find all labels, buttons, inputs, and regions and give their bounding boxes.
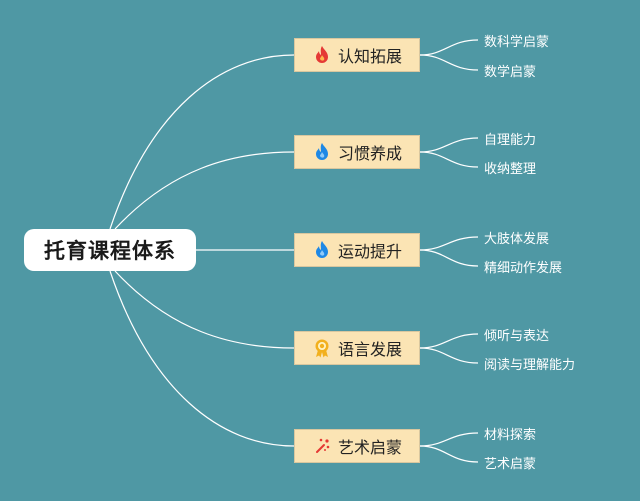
leaf-item[interactable]: 数学启蒙 (484, 65, 537, 80)
branch-label: 习惯养成 (337, 144, 402, 163)
leaf-item[interactable]: 收纳整理 (484, 162, 537, 177)
branch-label: 认知拓展 (337, 47, 402, 66)
connector-root-branch-1 (109, 54, 295, 230)
connector-root-branch-4 (114, 270, 295, 349)
leaf-item[interactable]: 材料探索 (484, 428, 537, 443)
leaf-item[interactable]: 自理能力 (484, 133, 537, 148)
connector-root-branch-5 (109, 270, 295, 447)
branch-node-arts[interactable]: 艺术启蒙 (294, 429, 420, 463)
branch-node-habits[interactable]: 习惯养成 (294, 135, 420, 169)
branch-node-motor[interactable]: 运动提升 (294, 233, 420, 267)
branch-node-language[interactable]: 语言发展 (294, 331, 420, 365)
connector-branch-1-leaf-2 (419, 54, 479, 71)
connector-branch-3-leaf-1 (419, 236, 479, 251)
fire-blue-icon (312, 240, 332, 260)
connector-branch-1-leaf-1 (419, 39, 479, 56)
connector-branch-2-leaf-1 (419, 137, 479, 153)
branch-label: 运动提升 (337, 242, 402, 261)
sparkle-icon (312, 436, 332, 456)
connector-branch-2-leaf-2 (419, 151, 479, 168)
branch-label: 艺术启蒙 (337, 438, 402, 457)
leaf-item[interactable]: 大肢体发展 (484, 232, 550, 247)
connector-branch-3-leaf-2 (419, 249, 479, 267)
connector-root-branch-2 (114, 151, 295, 230)
leaf-item[interactable]: 数科学启蒙 (484, 35, 550, 50)
connector-branch-4-leaf-1 (419, 333, 479, 349)
root-node[interactable]: 托育课程体系 (24, 229, 196, 271)
fire-blue-icon (312, 142, 332, 162)
medal-icon (312, 338, 332, 358)
connector-branch-5-leaf-1 (419, 432, 479, 447)
leaf-item[interactable]: 艺术启蒙 (484, 457, 537, 472)
branch-node-cognitive[interactable]: 认知拓展 (294, 38, 420, 72)
fire-red-icon (312, 45, 332, 65)
leaf-item[interactable]: 阅读与理解能力 (484, 358, 576, 373)
leaf-item[interactable]: 倾听与表达 (484, 329, 550, 344)
leaf-item[interactable]: 精细动作发展 (484, 261, 563, 276)
connector-branch-5-leaf-2 (419, 445, 479, 463)
connector-branch-4-leaf-2 (419, 347, 479, 364)
branch-label: 语言发展 (337, 340, 402, 359)
root-label: 托育课程体系 (44, 239, 176, 263)
